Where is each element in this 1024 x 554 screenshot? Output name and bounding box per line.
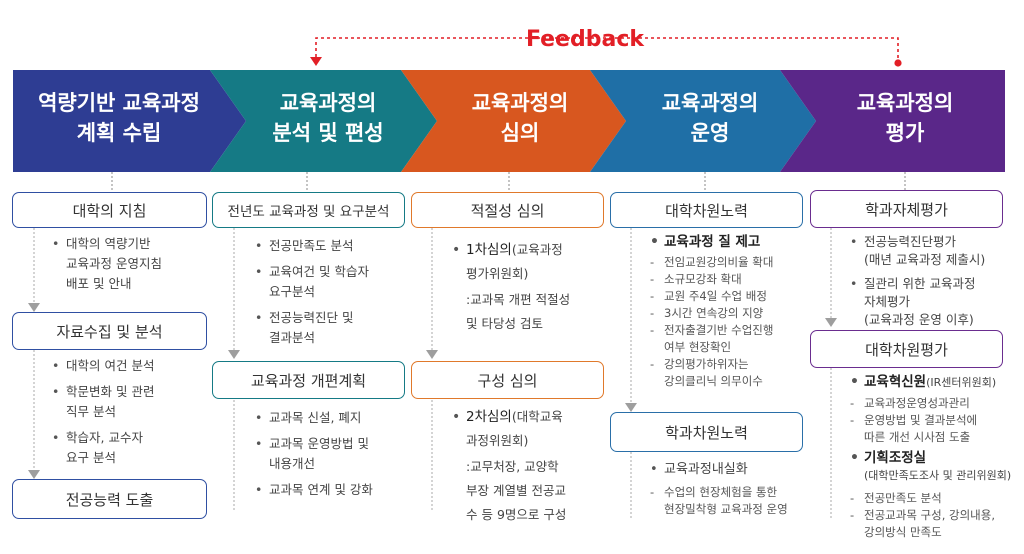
list-item: 교과목 연계 및 강화 bbox=[255, 480, 405, 500]
box-prior-curriculum-analysis: 전년도 교육과정 및 요구분석 bbox=[212, 192, 405, 228]
list-item-head: 교육혁신원(IR센터위원회) bbox=[850, 372, 1018, 393]
box-university-evaluation: 대학차원평가 bbox=[810, 330, 1003, 368]
box-department-self-evaluation: 학과자체평가 bbox=[810, 190, 1003, 228]
list-first-review: 1차심의(교육과정 평가위원회) :교과목 개편 적절성 및 타당성 검토 bbox=[452, 238, 602, 342]
list-item: 수업의 현장체험을 통한 현장밀착형 교육과정 운영 bbox=[650, 484, 815, 518]
list-quality-improvement: 교육과정 질 제고 전임교원강의비율 확대 소규모강좌 확대 교원 주4일 수업… bbox=[650, 232, 810, 390]
feedback-line bbox=[315, 37, 899, 60]
list-item-head: 교육과정내실화 bbox=[650, 460, 815, 480]
list-item-head: 교육과정 질 제고 bbox=[650, 232, 810, 252]
list-self-evaluation-items: 전공능력진단평가 (매년 교육과정 제출시) 질관리 위한 교육과정 자체평가 … bbox=[850, 233, 1015, 335]
box-university-guideline: 대학의 지침 bbox=[12, 192, 207, 228]
stage-title-analysis: 교육과정의 분석 및 편성 bbox=[272, 91, 384, 145]
list-item: 전공만족도 분석 bbox=[850, 490, 1018, 507]
list-item: 대학의 여건 분석 bbox=[52, 356, 212, 376]
list-data-collection-items: 대학의 여건 분석 학문변화 및 관련 직무 분석 학습자, 교수자 요구 분석 bbox=[52, 356, 212, 474]
box-data-collection: 자료수집 및 분석 bbox=[12, 312, 207, 350]
list-item: 질관리 위한 교육과정 자체평가 (교육과정 운영 이후) bbox=[850, 275, 1015, 329]
list-item: 전자출결기반 수업진행 여부 현장확인 bbox=[650, 322, 810, 356]
box-department-effort: 학과차원노력 bbox=[610, 412, 803, 452]
list-item: 교과목 신설, 폐지 bbox=[255, 408, 405, 428]
box-appropriateness-review: 적절성 심의 bbox=[411, 192, 604, 228]
list-item: 소규모강좌 확대 bbox=[650, 271, 810, 288]
list-item: 3시간 연속강의 지양 bbox=[650, 305, 810, 322]
list-item-detail: :교무처장, 교양학 부장 계열별 전공교 수 등 9명으로 구성 bbox=[466, 459, 567, 522]
list-guideline-items: 대학의 역량기반 교육과정 운영지침 배포 및 안내 bbox=[52, 234, 212, 300]
stage-title-evaluation: 교육과정의 평가 bbox=[856, 91, 954, 145]
list-item: 교육여건 및 학습자 요구분석 bbox=[255, 262, 405, 302]
list-prior-analysis-items: 전공만족도 분석 교육여건 및 학습자 요구분석 전공능력진단 및 결과분석 bbox=[255, 236, 405, 354]
stage-arrow-1 bbox=[13, 70, 246, 172]
list-item: 전공능력진단평가 (매년 교육과정 제출시) bbox=[850, 233, 1015, 269]
feedback-arrowhead bbox=[310, 57, 322, 66]
feedback-origin-dot bbox=[894, 59, 902, 67]
list-item: 학문변화 및 관련 직무 분석 bbox=[52, 382, 212, 422]
list-item: 대학의 역량기반 교육과정 운영지침 배포 및 안내 bbox=[52, 234, 212, 294]
box-composition-review: 구성 심의 bbox=[411, 361, 604, 399]
box-university-effort: 대학차원노력 bbox=[610, 192, 803, 228]
list-item-note: (대학만족도조사 및 관리위원회) bbox=[864, 469, 1012, 482]
stage-title-operation: 교육과정의 운영 bbox=[661, 91, 759, 145]
list-item: 1차심의(교육과정 평가위원회) bbox=[452, 238, 602, 286]
list-item: 교과목 운영방법 및 내용개선 bbox=[255, 434, 405, 474]
stage-title-review: 교육과정의 심의 bbox=[471, 91, 569, 145]
list-second-review: 2차심의(대학교육 과정위원회) :교무처장, 교양학 부장 계열별 전공교 수… bbox=[452, 405, 602, 533]
stage-arrow-5 bbox=[780, 70, 1005, 172]
list-item: 강의평가하위자는 강의클리닉 의무이수 bbox=[650, 356, 810, 390]
list-item: 전임교원강의비율 확대 bbox=[650, 254, 810, 271]
list-item: 전공능력진단 및 결과분석 bbox=[255, 308, 405, 348]
stage-title-planning: 역량기반 교육과정 계획 수립 bbox=[38, 91, 200, 145]
list-item-head: 기획조정실 bbox=[850, 448, 1018, 468]
stage-arrow-3 bbox=[401, 70, 626, 172]
list-item: 2차심의(대학교육 과정위원회) bbox=[452, 405, 602, 453]
list-reorganization-items: 교과목 신설, 폐지 교과목 운영방법 및 내용개선 교과목 연계 및 강화 bbox=[255, 408, 405, 506]
stage-arrow-4 bbox=[590, 70, 816, 172]
box-competency-derivation: 전공능력 도출 bbox=[12, 479, 207, 519]
list-item: 교원 주4일 수업 배정 bbox=[650, 288, 810, 305]
list-university-evaluation-items: 교육혁신원(IR센터위원회) 교육과정운영성과관리 운영방법 및 결과분석에 따… bbox=[850, 372, 1018, 541]
list-item: 운영방법 및 결과분석에 따른 개선 시사점 도출 bbox=[850, 412, 1018, 446]
list-item-detail: :교과목 개편 적절성 및 타당성 검토 bbox=[466, 292, 571, 331]
stage-arrow-2 bbox=[210, 70, 437, 172]
list-curriculum-enrichment: 교육과정내실화 수업의 현장체험을 통한 현장밀착형 교육과정 운영 bbox=[650, 460, 815, 518]
list-item: 전공만족도 분석 bbox=[255, 236, 405, 256]
list-item: 전공교과목 구성, 강의내용, 강의방식 만족도 bbox=[850, 507, 1018, 541]
feedback-label: Feedback bbox=[526, 27, 644, 52]
list-item: 교육과정운영성과관리 bbox=[850, 395, 1018, 412]
list-item: 학습자, 교수자 요구 분석 bbox=[52, 428, 212, 468]
box-reorganization-plan: 교육과정 개편계획 bbox=[212, 361, 405, 399]
